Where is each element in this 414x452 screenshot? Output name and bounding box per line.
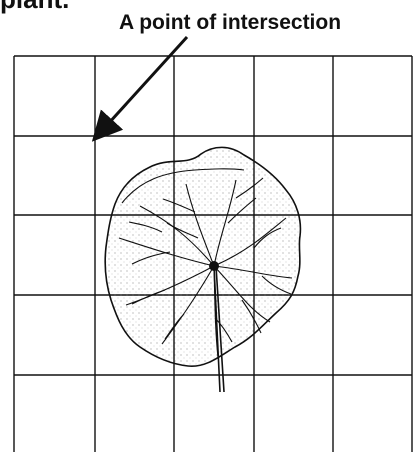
- leaf-illustration: [105, 147, 300, 392]
- intersection-arrow: [108, 37, 187, 124]
- leaf-outline: [105, 147, 300, 366]
